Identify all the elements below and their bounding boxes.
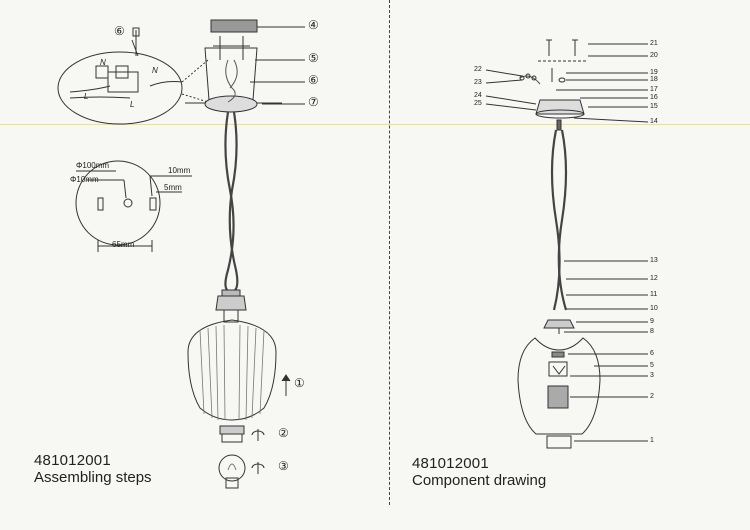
terminal-n-left: N [100,58,106,67]
part-25: 25 [474,100,482,107]
step-5-label: ⑤ [308,51,319,65]
left-caption: Assembling steps [34,469,152,486]
dim-65mm: 65mm [112,240,135,249]
part-22: 22 [474,66,482,73]
terminal-n-right: N [152,66,158,75]
terminal-l-left: L [84,92,89,101]
step-4-label: ④ [308,18,319,32]
part-8: 8 [650,328,654,335]
dim-5mm: 5mm [164,183,182,192]
part-18: 18 [650,76,658,83]
part-17: 17 [650,86,658,93]
part-12: 12 [650,275,658,282]
part-6: 6 [650,350,654,357]
part-11: 11 [650,291,658,298]
glass-shade-left [187,319,277,421]
step-1-label: ① [294,376,305,390]
part-5: 5 [650,362,654,369]
step-6-label: ⑥ [308,73,319,87]
component-screws [538,39,586,82]
step-7-label: ⑦ [308,95,319,109]
component-canopy [519,73,585,119]
component-chain [550,119,568,311]
step-2-label: ② [278,426,289,440]
light-bulb [218,454,246,489]
dim-hole-diameter: Φ10mm [70,175,99,184]
step-3-label: ③ [278,459,289,473]
part-15: 15 [650,103,658,110]
ceiling-hatch [210,19,258,33]
dimension-drawing [75,160,192,252]
canopy [185,36,282,113]
part-21: 21 [650,40,658,47]
dim-outer-diameter: Φ100mm [76,161,110,170]
right-caption: Component drawing [412,472,547,489]
dim-10mm: 10mm [168,166,191,175]
part-14: 14 [650,118,658,125]
left-product-code: 481012001 [34,452,111,469]
part-23: 23 [474,79,482,86]
scan-guide-line [0,124,750,125]
chain-left [224,111,239,294]
panel-divider [389,0,390,505]
part-20: 20 [650,52,658,59]
shade-ring [219,425,245,443]
step-6-callout: ⑥ [114,24,125,38]
part-16: 16 [650,94,658,101]
part-19: 19 [650,69,658,76]
part-13: 13 [650,257,658,264]
part-9: 9 [650,318,654,325]
part-1: 1 [650,437,654,444]
component-holder [543,319,575,334]
wiring-detail [57,27,209,125]
component-shade [517,337,601,449]
part-2: 2 [650,393,654,400]
part-3: 3 [650,372,654,379]
part-24: 24 [474,92,482,99]
part-10: 10 [650,305,658,312]
terminal-l-right: L [130,100,135,109]
right-product-code: 481012001 [412,455,489,472]
lampholder-left [215,289,247,323]
